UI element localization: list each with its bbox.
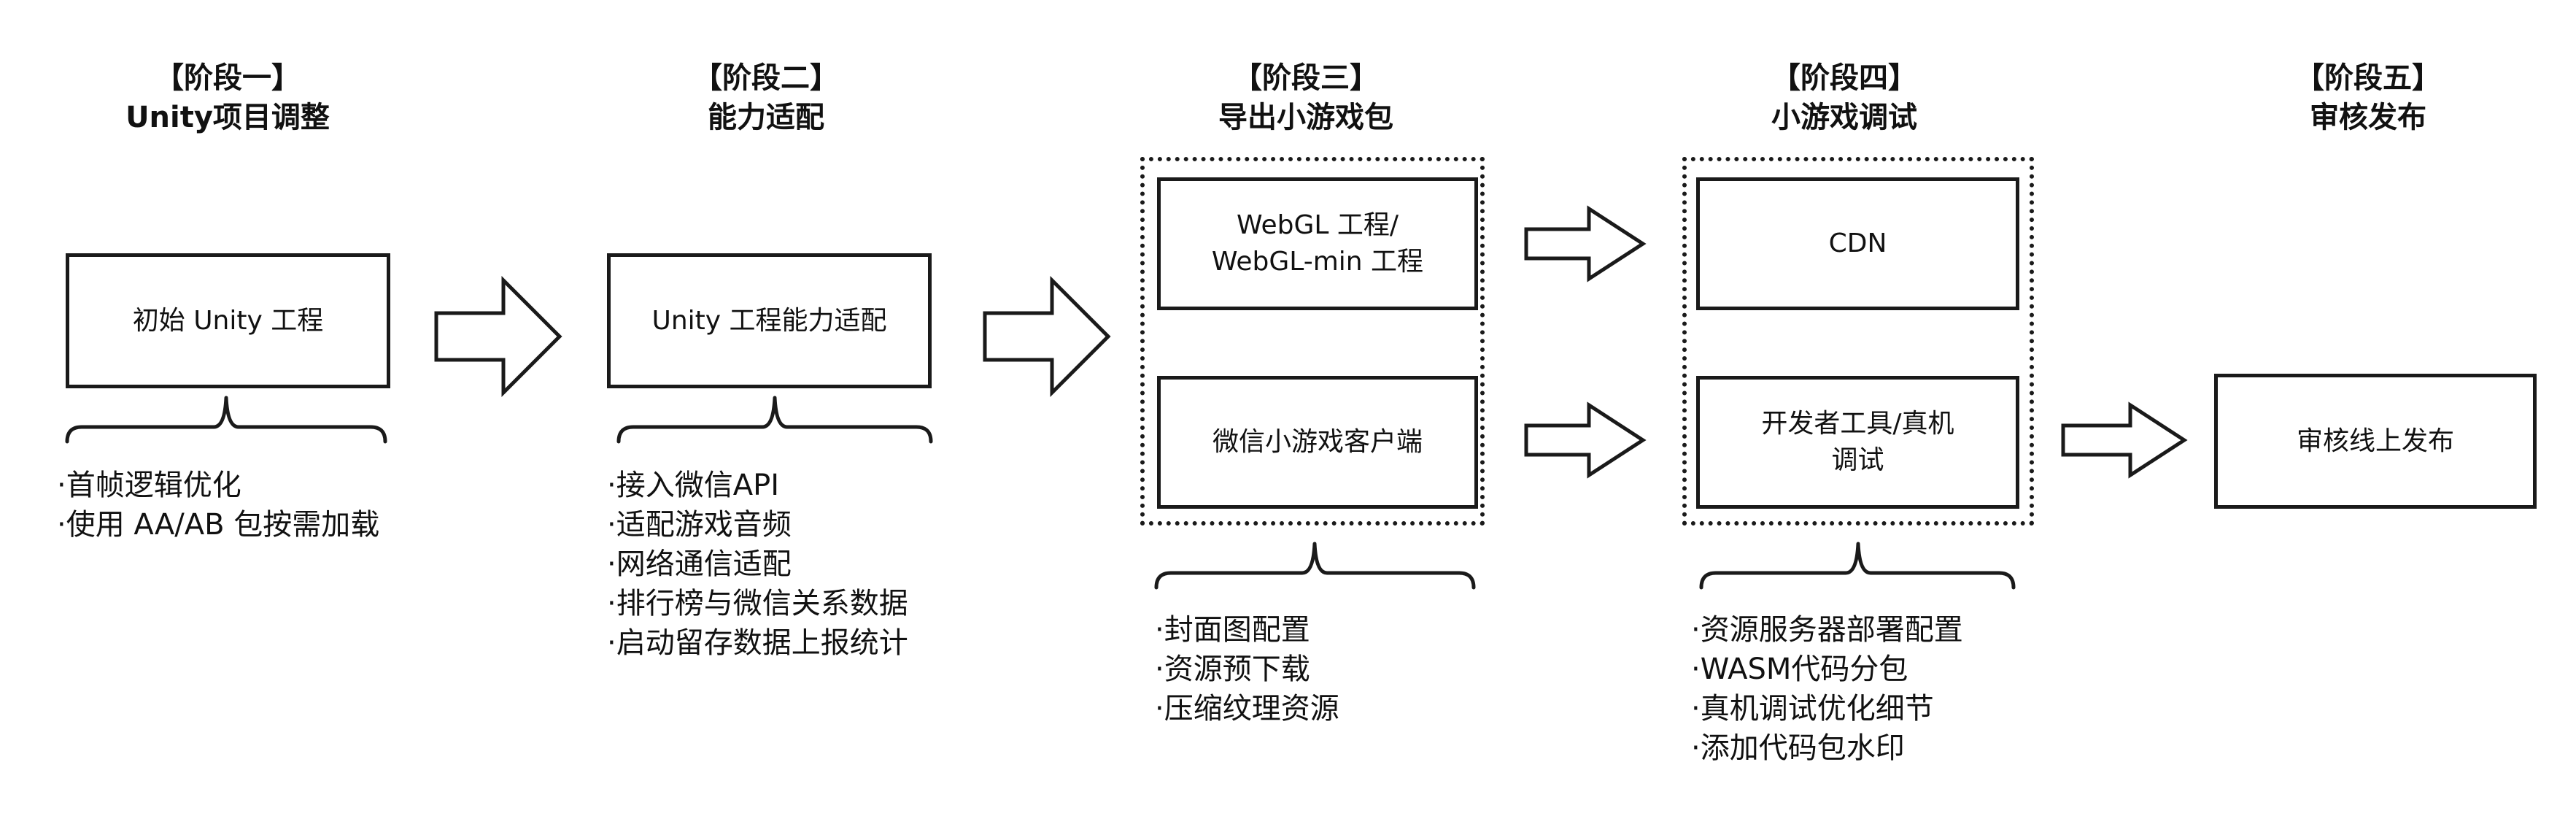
stage-1-title-line2: Unity项目调整 (125, 101, 330, 134)
brace-stage-3-icon (1154, 542, 1476, 590)
stage-2-box-label: Unity 工程能力适配 (651, 305, 887, 336)
list-item: 启动留存数据上报统计 (607, 623, 908, 663)
stage-5-title-line1: 【阶段五】 (2295, 61, 2441, 95)
stage-4-box-2-line2: 调试 (1831, 445, 1884, 475)
stage-1-title: 【阶段一】 Unity项目调整 (38, 58, 417, 137)
stage-4-bullets: 资源服务器部署配置 WASM代码分包 真机调试优化细节 添加代码包水印 (1691, 610, 1963, 768)
list-item: 接入微信API (607, 466, 908, 505)
stage-3-box-1-line2: WebGL-min 工程 (1211, 247, 1424, 277)
arrow-stage4-to-stage5-icon (2061, 401, 2188, 479)
stage-1-box-initial-unity-project: 初始 Unity 工程 (66, 253, 390, 388)
arrow-client-to-devtools-icon (1524, 401, 1647, 479)
stage-4-title: 【阶段四】 小游戏调试 (1655, 58, 2034, 137)
list-item: 真机调试优化细节 (1691, 689, 1963, 728)
stage-5-box-label: 审核线上发布 (2296, 426, 2454, 456)
list-item: 网络通信适配 (607, 545, 908, 584)
stage-4-box-2-line1: 开发者工具/真机 (1761, 409, 1954, 439)
stage-2-title: 【阶段二】 能力适配 (576, 58, 956, 137)
list-item: 首帧逻辑优化 (57, 466, 379, 505)
stage-4-title-line2: 小游戏调试 (1771, 101, 1917, 134)
stage-3-title-line2: 导出小游戏包 (1218, 101, 1393, 134)
stage-3-group (1140, 157, 1485, 526)
list-item: 使用 AA/AB 包按需加载 (57, 505, 380, 545)
stage-4-title-line1: 【阶段四】 (1771, 61, 1917, 95)
stage-3-box-wechat-client: 微信小游戏客户端 (1157, 376, 1478, 509)
stage-4-group (1682, 157, 2034, 526)
stage-5-box-review-publish: 审核线上发布 (2214, 374, 2537, 509)
stage-3-title-line1: 【阶段三】 (1233, 61, 1379, 95)
list-item: 资源服务器部署配置 (1691, 610, 1963, 650)
list-item: WASM代码分包 (1691, 650, 1963, 689)
arrow-stage2-to-stage3-icon (983, 275, 1111, 398)
list-item: 添加代码包水印 (1691, 728, 1963, 768)
stage-2-title-line1: 【阶段二】 (693, 61, 839, 95)
list-item: 压缩纹理资源 (1155, 689, 1339, 728)
stage-4-box-cdn: CDN (1696, 177, 2019, 310)
list-item: 封面图配置 (1155, 610, 1339, 650)
brace-stage-1-icon (65, 396, 387, 444)
stage-1-bullets: 首帧逻辑优化 使用 AA/AB 包按需加载 (57, 466, 380, 545)
stage-3-box-2-label: 微信小游戏客户端 (1212, 427, 1423, 457)
stage-3-box-1-line1: WebGL 工程/ (1236, 210, 1399, 240)
stage-2-bullets: 接入微信API 适配游戏音频 网络通信适配 排行榜与微信关系数据 启动留存数据上… (607, 466, 908, 663)
stage-2-title-line2: 能力适配 (708, 101, 824, 134)
stage-5-title: 【阶段五】 审核发布 (2178, 58, 2558, 137)
stage-2-box-capability-adaptation: Unity 工程能力适配 (607, 253, 932, 388)
stage-4-box-devtools-debug: 开发者工具/真机 调试 (1696, 376, 2019, 509)
list-item: 资源预下载 (1155, 650, 1339, 689)
list-item: 排行榜与微信关系数据 (607, 584, 908, 623)
stage-3-box-webgl-project: WebGL 工程/ WebGL-min 工程 (1157, 177, 1478, 310)
brace-stage-2-icon (616, 396, 933, 444)
brace-stage-4-icon (1699, 542, 2016, 590)
stage-5-title-line2: 审核发布 (2310, 101, 2426, 134)
stage-4-box-1-label: CDN (1828, 228, 1887, 258)
list-item: 适配游戏音频 (607, 505, 908, 545)
stage-1-box-label: 初始 Unity 工程 (132, 305, 324, 336)
arrow-stage1-to-stage2-icon (434, 275, 562, 398)
stage-1-title-line1: 【阶段一】 (155, 61, 301, 95)
arrow-webgl-to-cdn-icon (1524, 205, 1647, 282)
stage-3-title: 【阶段三】 导出小游戏包 (1116, 58, 1496, 137)
stage-3-bullets: 封面图配置 资源预下载 压缩纹理资源 (1155, 610, 1339, 728)
